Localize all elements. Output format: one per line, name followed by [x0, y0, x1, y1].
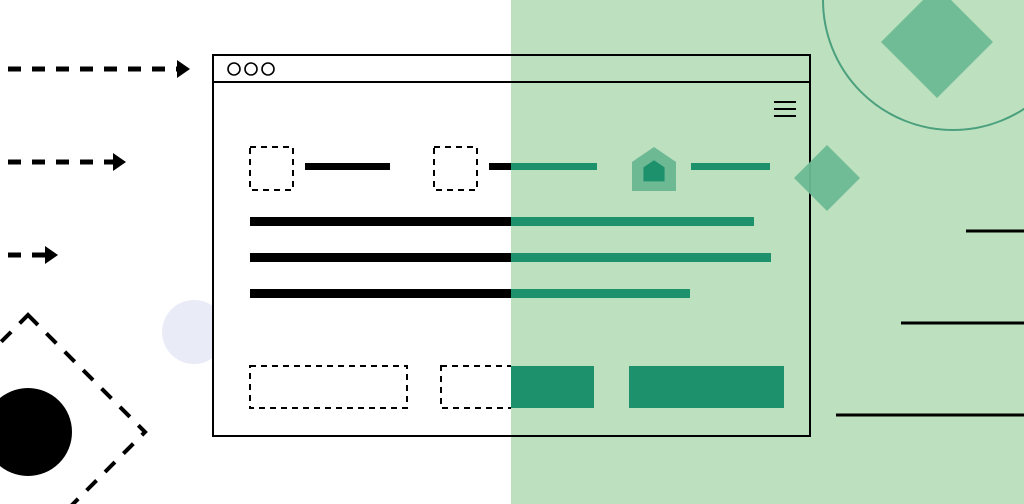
- form-label-bar-1: [305, 163, 390, 170]
- secondary-button-accent[interactable]: [250, 366, 407, 408]
- content-bar-3-accent: [511, 289, 690, 298]
- diamond-large: [881, 0, 993, 98]
- content-bar-1: [250, 217, 754, 226]
- dashed-arrow-medium-head: [113, 153, 126, 171]
- maximize-dot[interactable]: [261, 62, 275, 76]
- primary-button[interactable]: [440, 365, 595, 409]
- secondary-button[interactable]: [249, 365, 408, 409]
- lavender-circle: [162, 300, 226, 364]
- primary-button-accent[interactable]: [441, 366, 594, 408]
- content-bar-2-accent: [511, 253, 771, 262]
- diamond-small: [794, 145, 860, 211]
- form-label-bar-2-accent: [511, 163, 597, 170]
- circle-outline-large: [822, 0, 1024, 131]
- content-bar-2: [250, 253, 771, 262]
- form-label-bar-3-accent: [691, 163, 770, 170]
- black-circle: [0, 388, 72, 476]
- browser-window-frame-accent: [511, 54, 811, 437]
- close-dot[interactable]: [227, 62, 241, 76]
- browser-window-accent: [250, 54, 811, 437]
- dashed-arrow-short-head: [45, 246, 58, 264]
- content-bar-3: [250, 289, 690, 298]
- cta-button-accent[interactable]: [629, 366, 784, 408]
- content-bar-1-accent: [511, 217, 754, 226]
- form-label-bar-1-accent: [305, 163, 390, 170]
- dashed-diamond-outline: [0, 312, 148, 504]
- home-icon-accent-inner: [643, 160, 665, 182]
- green-decorations: [794, 0, 1024, 417]
- minimize-dot[interactable]: [244, 62, 258, 76]
- accent-clipped-group: [250, 54, 811, 437]
- dashed-arrow-long-head: [177, 60, 190, 78]
